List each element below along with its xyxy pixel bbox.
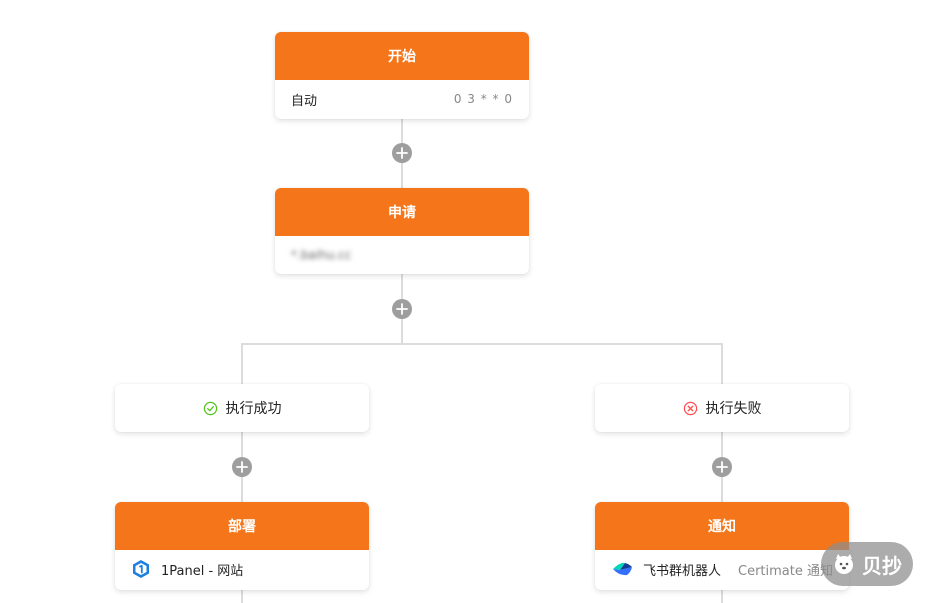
1panel-logo-icon (131, 559, 151, 579)
dog-icon (832, 552, 856, 576)
apply-node-title: 申请 (275, 188, 529, 236)
close-circle-icon (683, 401, 698, 416)
plus-icon (396, 147, 408, 159)
notify-node-body: 飞书群机器人 Certimate 通知 (595, 550, 849, 588)
add-branch-button[interactable] (392, 299, 412, 319)
connector-branch-left (241, 343, 243, 385)
deploy-node-title: 部署 (115, 502, 369, 550)
add-node-button[interactable] (392, 143, 412, 163)
watermark-text: 贝抄 (862, 553, 902, 578)
notify-subtext: Certimate 通知 (738, 563, 833, 579)
watermark-badge: 贝抄 (821, 542, 913, 586)
success-branch-node[interactable]: 执行成功 (115, 384, 369, 432)
start-node-body: 自动 0 3 * * 0 (275, 80, 529, 118)
add-node-success-button[interactable] (232, 457, 252, 477)
add-node-failure-button[interactable] (712, 457, 732, 477)
connector-notify-below (721, 590, 723, 603)
connector-branch-right (721, 343, 723, 385)
notify-node-title: 通知 (595, 502, 849, 550)
plus-icon (236, 461, 248, 473)
plus-icon (396, 303, 408, 315)
failure-branch-node[interactable]: 执行失败 (595, 384, 849, 432)
notify-node[interactable]: 通知 飞书群机器人 Certimate 通知 (595, 502, 849, 590)
start-node-title: 开始 (275, 32, 529, 80)
success-branch-label: 执行成功 (225, 401, 282, 417)
failure-branch-label: 执行失败 (705, 401, 762, 417)
plus-icon (716, 461, 728, 473)
start-node[interactable]: 开始 自动 0 3 * * 0 (275, 32, 529, 119)
deploy-node-body: 1Panel - 网站 (115, 550, 369, 588)
feishu-logo-icon (611, 560, 633, 578)
connector-branch-horizontal (241, 343, 723, 345)
apply-node[interactable]: 申请 *.baihu.cc (275, 188, 529, 274)
trigger-mode-label: 自动 (291, 93, 318, 109)
deploy-node[interactable]: 部署 1Panel - 网站 (115, 502, 369, 590)
cron-expression: 0 3 * * 0 (453, 92, 513, 106)
deploy-provider-label: 1Panel - 网站 (161, 563, 244, 579)
notify-provider-label: 飞书群机器人 (643, 563, 722, 579)
connector-deploy-below (241, 590, 243, 603)
apply-node-body: *.baihu.cc (275, 236, 529, 274)
check-circle-icon (203, 401, 218, 416)
domain-text-blurred: *.baihu.cc (291, 248, 352, 262)
